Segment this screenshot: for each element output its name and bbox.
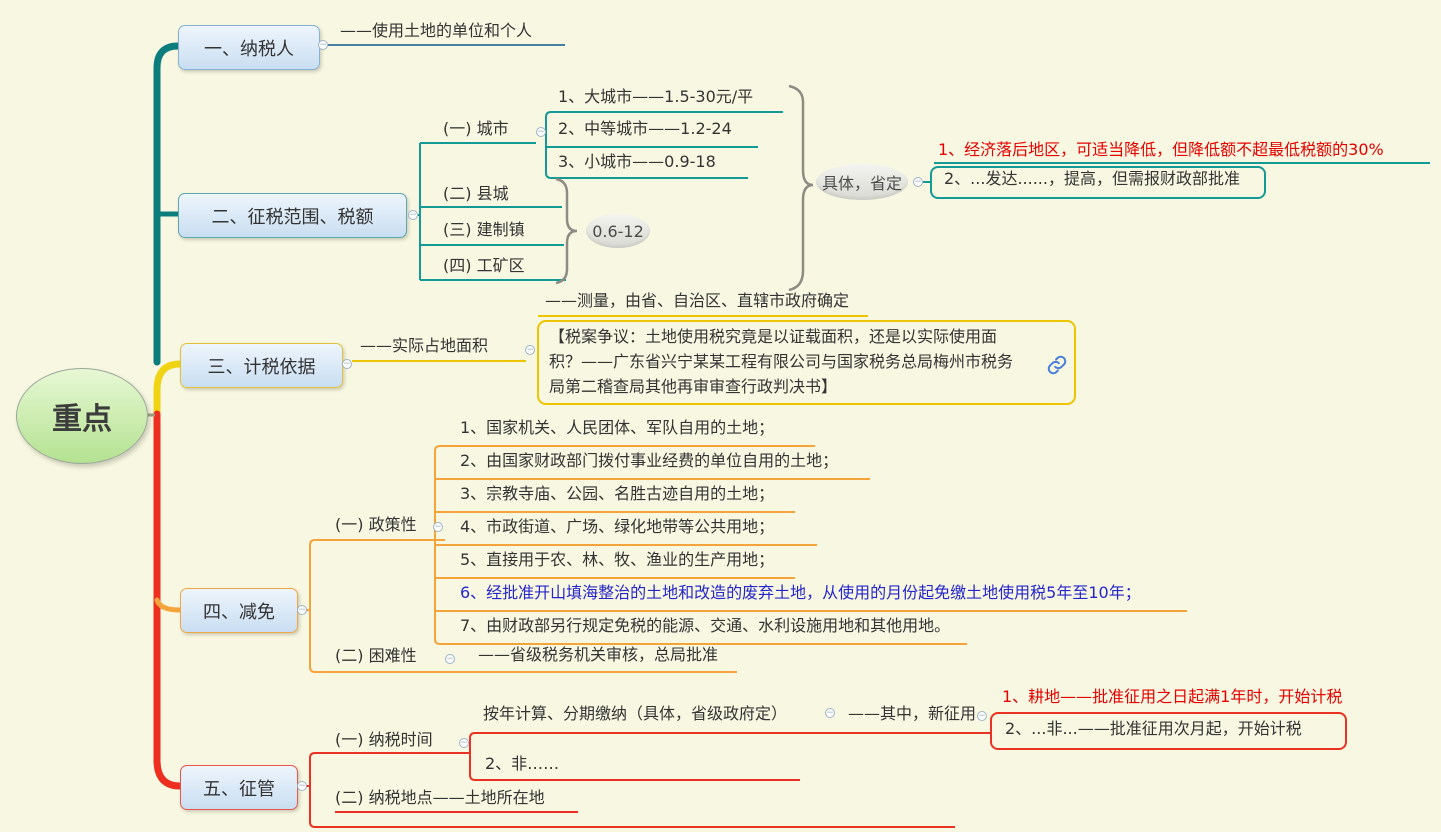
branch4-stub (154, 597, 183, 613)
topic-province-note-1[interactable]: 1、经济落后地区，可适当降低，但降低额不超最低税额的30% (938, 140, 1384, 159)
topic-policy-item-7[interactable]: 7、由财政部另行规定免税的能源、交通、水利设施用地和其他用地。 (460, 616, 951, 635)
topic-policy[interactable]: (一) 政策性 (335, 515, 417, 534)
link-icon[interactable] (1046, 354, 1068, 376)
collapse-icon-basis[interactable]: − (525, 345, 535, 355)
trunk-yellow (153, 360, 184, 418)
topic-town[interactable]: (三) 建制镇 (443, 220, 525, 239)
topic-city-item-1[interactable]: 1、大城市——1.5-30元/平 (558, 87, 754, 106)
topic-policy-item-3[interactable]: 3、宗教寺庙、公园、名胜古迹自用的土地； (460, 484, 775, 503)
range-badge-label: 0.6-12 (592, 221, 644, 241)
case-note-line-2[interactable]: 积？——广东省兴宁某某工程有限公司与国家税务总局梅州市税务 (549, 352, 1014, 371)
topic-pay-time[interactable]: (一) 纳税时间 (335, 730, 433, 749)
topic-city-item-3[interactable]: 3、小城市——0.9-18 (558, 152, 716, 171)
topic-city-item-2[interactable]: 2、中等城市——1.2-24 (558, 119, 732, 138)
collapse-icon-branch4[interactable]: − (297, 605, 307, 615)
branch1-title: 一、纳税人 (204, 38, 294, 60)
collapse-icon-hardship[interactable]: − (445, 654, 455, 664)
topic-hardship[interactable]: (二) 困难性 (335, 646, 417, 665)
collapse-icon-branch2[interactable]: − (408, 210, 418, 220)
collapse-icon-new-use[interactable]: − (977, 711, 987, 721)
topic-basis[interactable]: ——实际占地面积 (360, 336, 489, 355)
topic-hardship-note[interactable]: ——省级税务机关审核，总局批准 (478, 645, 719, 664)
case-note-line-1[interactable]: 【税案争议：土地使用税究竟是以证载面积，还是以实际使用面 (549, 327, 998, 346)
root-topic[interactable]: 重点 (16, 368, 148, 464)
topic-mining[interactable]: (四) 工矿区 (443, 256, 525, 275)
range-badge[interactable]: 0.6-12 (586, 214, 650, 248)
topic-province-note-2[interactable]: 2、...发达......，提高，但需报财政部批准 (944, 169, 1240, 188)
topic-policy-item-2[interactable]: 2、由国家财政部门拨付事业经费的单位自用的土地； (460, 451, 839, 470)
topic-new-item-1[interactable]: 1、耕地——批准征用之日起满1年时，开始计税 (1002, 687, 1343, 706)
topic-new-use[interactable]: ——其中，新征用 (848, 704, 977, 723)
branch5-title: 五、征管 (203, 778, 275, 800)
collapse-icon-policy[interactable]: − (433, 522, 443, 532)
topic-pay-place[interactable]: (二) 纳税地点——土地所在地 (335, 788, 545, 807)
topic-annual[interactable]: 按年计算、分期缴纳（具体，省级政府定） (483, 704, 788, 723)
province-badge-label: 具体，省定 (821, 174, 902, 193)
topic-new-item-2[interactable]: 2、...非...——批准征用次月起，开始计税 (1005, 719, 1302, 738)
trunk-teal (153, 42, 182, 366)
branch2-title: 二、征税范围、税额 (211, 206, 374, 228)
topic-city[interactable]: (一) 城市 (443, 119, 509, 138)
collapse-icon-province[interactable]: − (913, 177, 923, 187)
large-brace (788, 84, 814, 292)
branch4-node[interactable]: 四、减免 (180, 588, 298, 633)
collapse-icon-city[interactable]: − (536, 127, 546, 137)
topic-policy-item-4[interactable]: 4、市政街道、广场、绿化地带等公共用地； (460, 517, 775, 536)
topic-non-item[interactable]: 2、非…… (485, 754, 560, 773)
branch5-node[interactable]: 五、征管 (180, 765, 298, 810)
topic-county[interactable]: (二) 县城 (443, 184, 509, 203)
topic-taxpayer-note[interactable]: ——使用土地的单位和个人 (340, 21, 533, 40)
small-brace (555, 177, 578, 285)
branch4-title: 四、减免 (203, 601, 275, 623)
trunk-red (153, 410, 184, 790)
root-topic-label: 重点 (52, 402, 112, 437)
case-note-line-3[interactable]: 局第二稽查局其他再审审查行政判决书】 (549, 377, 838, 396)
branch3-node[interactable]: 三、计税依据 (180, 343, 343, 388)
collapse-icon-branch1[interactable]: − (318, 40, 328, 50)
branch3-title: 三、计税依据 (207, 356, 316, 378)
policy-items-frame (434, 445, 967, 645)
branch2-node[interactable]: 二、征税范围、税额 (178, 193, 407, 238)
branch1-node[interactable]: 一、纳税人 (178, 25, 320, 70)
province-badge[interactable]: 具体，省定 (816, 164, 908, 200)
topic-measure[interactable]: ——测量，由省、自治区、直辖市政府确定 (545, 291, 850, 310)
collapse-icon-annual[interactable]: − (825, 708, 835, 718)
topic-policy-item-6[interactable]: 6、经批准开山填海整治的土地和改造的废弃土地，从使用的月份起免缴土地使用税5年至… (460, 583, 1141, 602)
collapse-icon-pay-time[interactable]: − (459, 738, 469, 748)
topic-policy-item-1[interactable]: 1、国家机关、人民团体、军队自用的土地； (460, 418, 775, 437)
topic-policy-item-5[interactable]: 5、直接用于农、林、牧、渔业的生产用地； (460, 550, 775, 569)
collapse-icon-branch5[interactable]: − (297, 781, 307, 791)
collapse-icon-branch3[interactable]: − (342, 359, 352, 369)
b2-spine (418, 143, 421, 280)
